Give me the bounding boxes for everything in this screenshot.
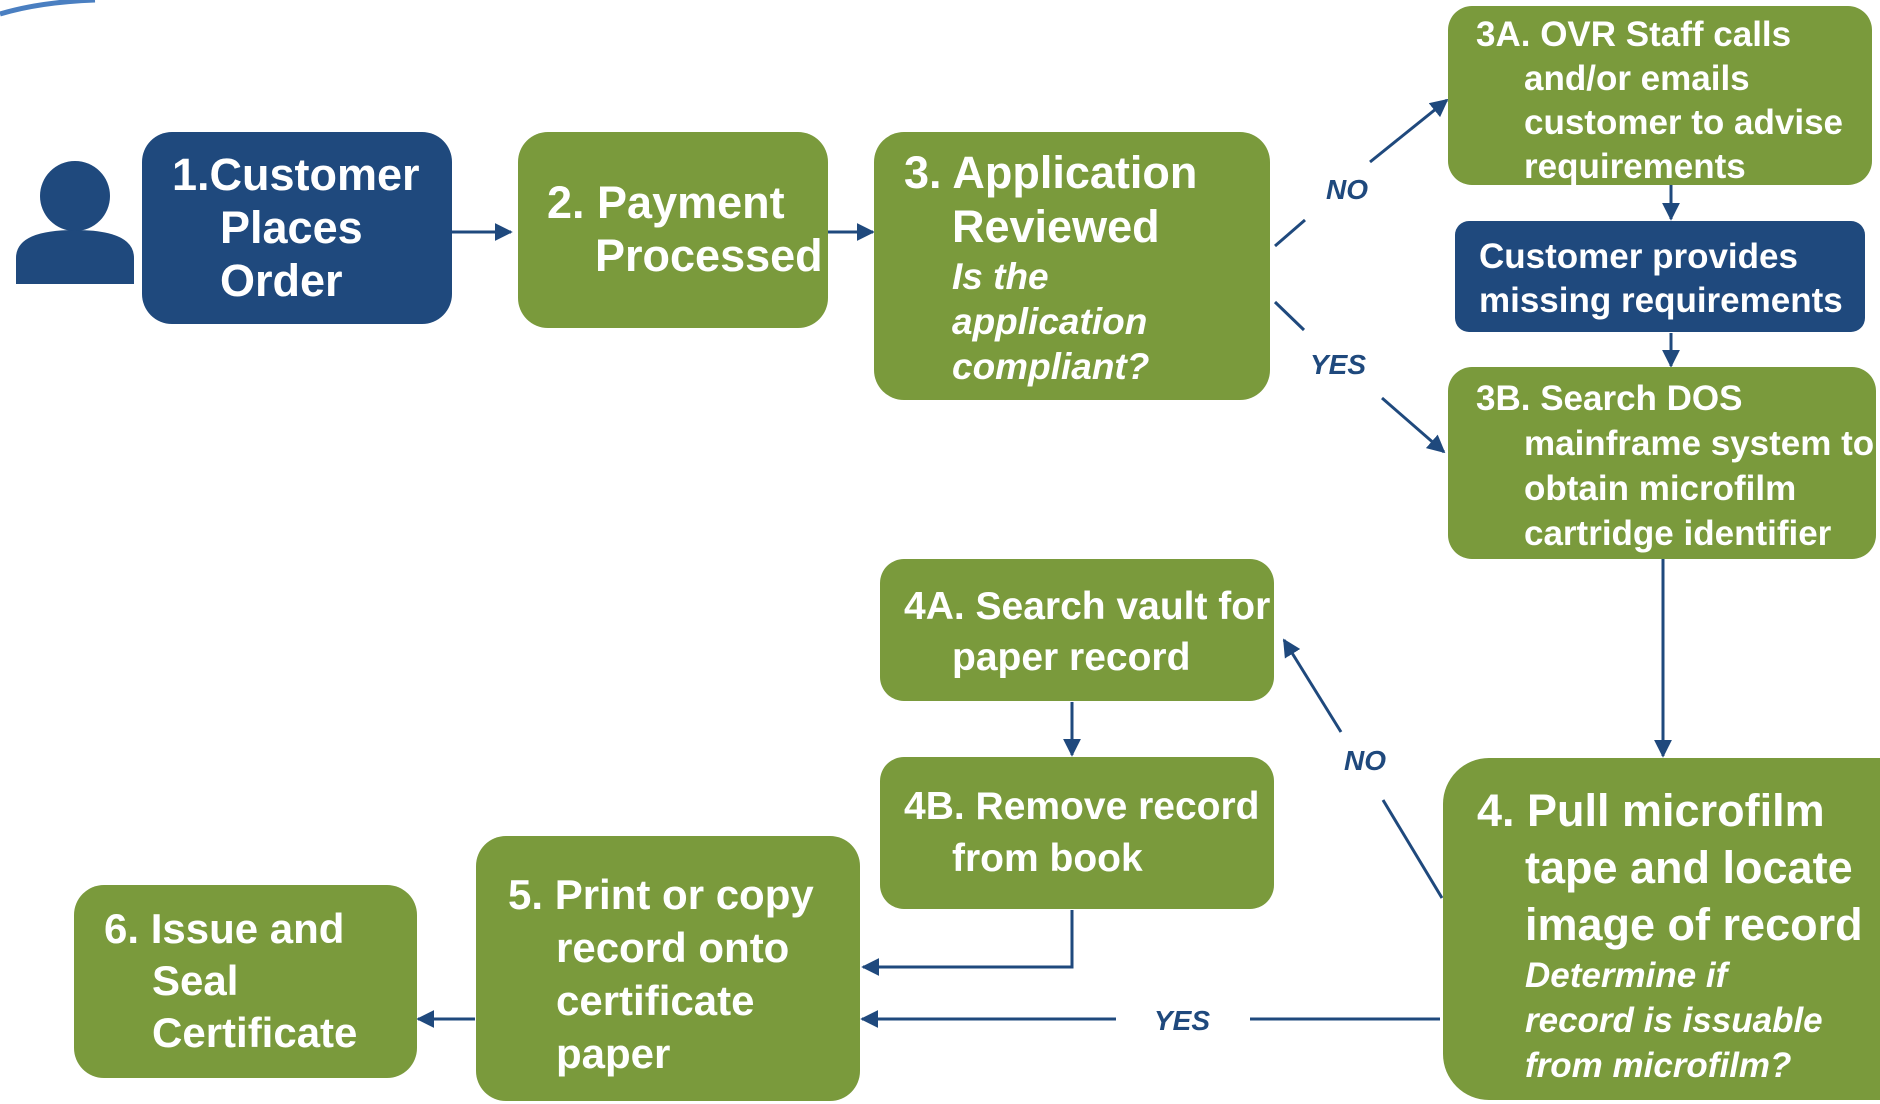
step-3-question-2: application	[952, 301, 1148, 342]
customer-provides-line-1: Customer provides	[1479, 237, 1798, 276]
step-4-line-2: tape and locate	[1525, 842, 1853, 893]
step-4-line-1: 4. Pull microfilm	[1477, 785, 1825, 836]
step-3-question-3: compliant?	[952, 346, 1150, 387]
step-5-line-2: record onto	[556, 924, 790, 971]
step-1-line-1: 1.Customer	[172, 149, 420, 200]
arrow-3-to-3a-upper	[1369, 98, 1449, 164]
person-icon	[16, 161, 134, 284]
step-1-customer-places-order: 1.Customer Places Order	[142, 132, 452, 324]
step-3-question-1: Is the	[952, 256, 1049, 297]
edge-label-yes-top: YES	[1306, 349, 1371, 381]
corner-swoosh	[0, 0, 96, 17]
step-6-line-1: 6. Issue and	[104, 905, 345, 952]
step-3b-line-2: mainframe system to	[1524, 424, 1875, 463]
step-3b-search-dos-mainframe: 3B. Search DOS mainframe system to obtai…	[1448, 367, 1876, 559]
step-4-question-3: from microfilm?	[1525, 1046, 1792, 1085]
step-5-line-4: paper	[556, 1030, 671, 1077]
step-3a-line-1: 3A. OVR Staff calls	[1476, 15, 1792, 54]
arrow-3-to-3b-upper	[1273, 300, 1306, 332]
arrow-3-to-3b-lower	[1381, 396, 1446, 454]
step-3b-line-1: 3B. Search DOS	[1476, 379, 1743, 418]
arrow-4-to-4a-lower	[1381, 799, 1444, 899]
step-5-line-3: certificate	[556, 977, 755, 1024]
step-4a-search-vault: 4A. Search vault for paper record	[880, 559, 1274, 701]
edge-label-yes-bottom: YES	[1150, 1005, 1215, 1037]
step-2-payment-processed: 2. Payment Processed	[518, 132, 828, 328]
customer-provides-requirements: Customer provides missing requirements	[1455, 221, 1865, 332]
arrow-4b-to-5	[861, 910, 1074, 976]
step-4a-line-2: paper record	[952, 636, 1191, 679]
step-3a-line-2: and/or emails	[1524, 59, 1750, 98]
step-4a-line-1: 4A. Search vault for	[904, 585, 1271, 628]
step-1-line-2: Places	[220, 202, 363, 253]
step-6-line-2: Seal	[152, 957, 239, 1004]
step-4-question-1: Determine if	[1525, 956, 1728, 995]
step-3a-line-4: requirements	[1524, 147, 1746, 186]
step-4b-line-1: 4B. Remove record	[904, 785, 1260, 828]
arrow-4-to-4a-upper	[1282, 638, 1343, 733]
step-3b-line-4: cartridge identifier	[1524, 514, 1832, 553]
step-3-line-2: Reviewed	[952, 201, 1160, 252]
step-4-line-3: image of record	[1525, 899, 1863, 950]
arrow-3-to-3a-lower	[1274, 218, 1306, 248]
step-2-line-2: Processed	[595, 230, 823, 281]
step-3-application-reviewed: 3. Application Reviewed Is the applicati…	[874, 132, 1270, 400]
step-1-line-3: Order	[220, 255, 343, 306]
step-5-line-1: 5. Print or copy	[508, 871, 814, 918]
step-4-question-2: record is issuable	[1525, 1001, 1823, 1040]
step-4b-line-2: from book	[952, 837, 1143, 880]
step-6-issue-and-seal: 6. Issue and Seal Certificate	[74, 885, 417, 1078]
customer-provides-line-2: missing requirements	[1479, 281, 1843, 320]
step-4-pull-microfilm: 4. Pull microfilm tape and locate image …	[1443, 758, 1880, 1100]
step-6-line-3: Certificate	[152, 1009, 358, 1056]
edge-label-no-mid: NO	[1340, 745, 1390, 777]
step-3a-ovr-staff-calls: 3A. OVR Staff calls and/or emails custom…	[1448, 6, 1872, 186]
step-5-print-or-copy: 5. Print or copy record onto certificate…	[476, 836, 860, 1101]
step-3a-line-3: customer to advise	[1524, 103, 1843, 142]
edge-label-no-top: NO	[1322, 174, 1372, 206]
step-3b-line-3: obtain microfilm	[1524, 469, 1797, 508]
step-2-line-1: 2. Payment	[547, 177, 785, 228]
step-4b-remove-record: 4B. Remove record from book	[880, 757, 1274, 909]
step-3-line-1: 3. Application	[904, 147, 1198, 198]
